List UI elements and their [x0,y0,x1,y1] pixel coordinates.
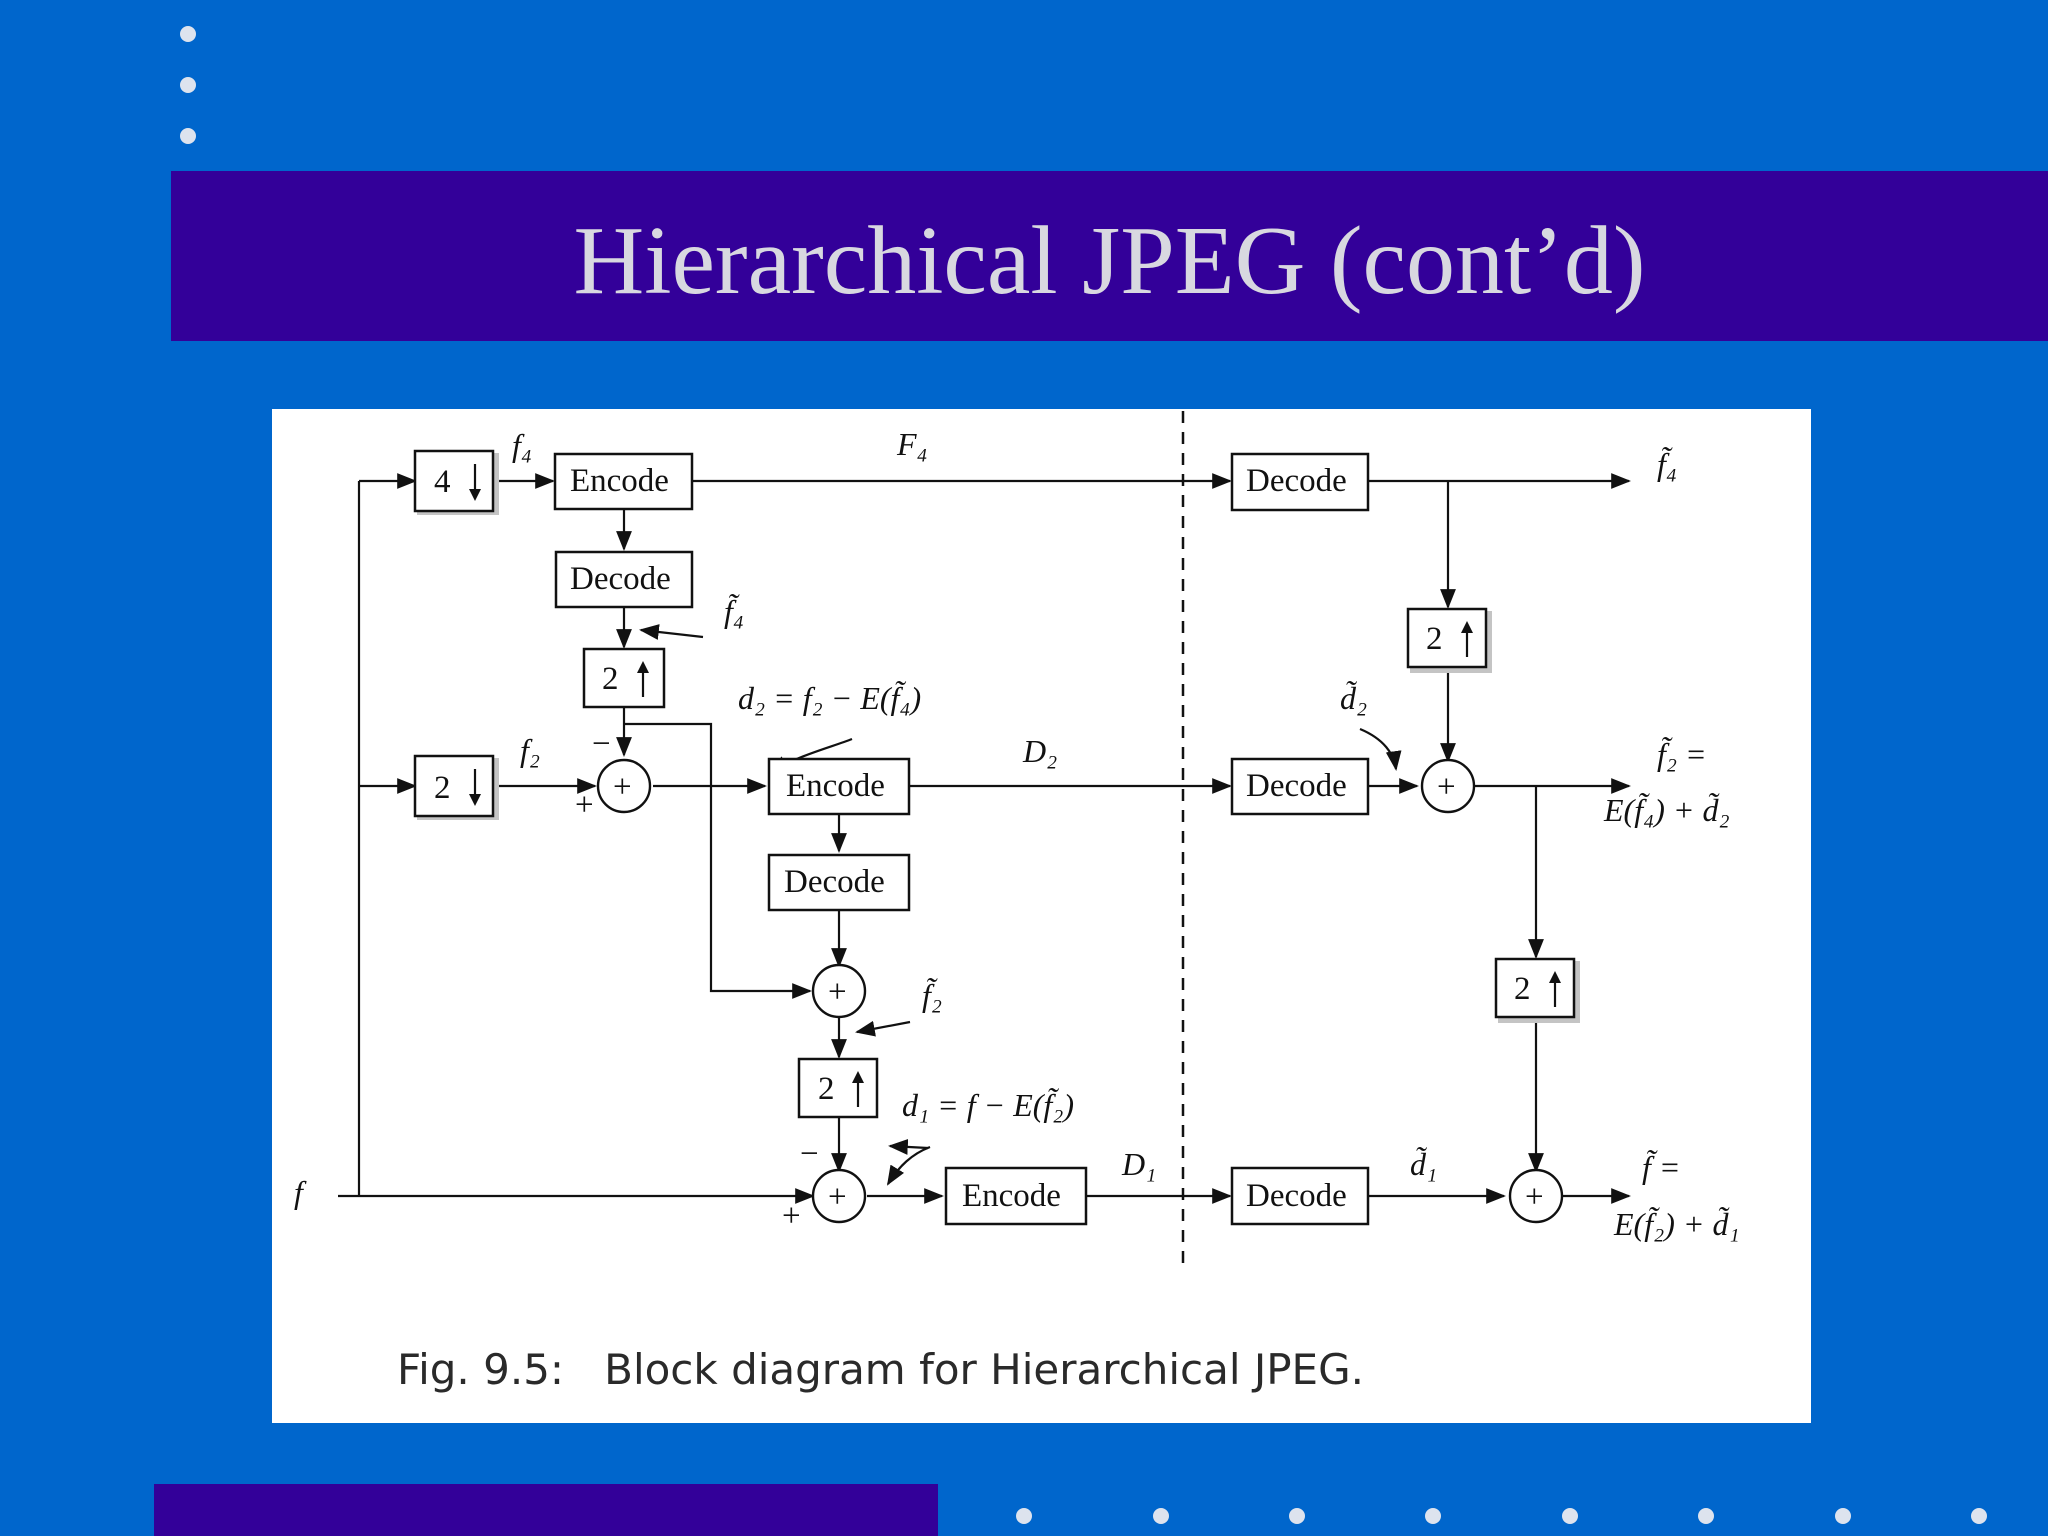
decode-label: Decode [1246,463,1347,499]
label-f2-tilde-encoder: f̃₂ [922,977,942,1013]
block-diagram: 4 2 Encode Decode 2 [294,411,1740,1394]
plus-sign: + [613,769,632,805]
plus-sign: + [1437,769,1456,805]
label-f4: f₄ [512,427,532,463]
upsample-block-right-bottom: 2 [1494,957,1580,1023]
encode-label: Encode [786,768,885,804]
label-f: f [294,1174,307,1210]
up-arrowhead-icon [1461,621,1473,633]
sign-plus-1: + [575,787,594,823]
sum-junction-1: + [596,758,652,814]
upsample-block-left-top: 2 [582,647,666,709]
title-bar: Hierarchical JPEG (cont’d) [171,171,2048,341]
upsample-label: 2 [1426,621,1443,657]
label-f4-tilde-out: f̃₄ [1657,446,1677,482]
downsample-4-label: 4 [434,464,451,500]
decode-label: Decode [784,864,885,900]
bullet-dot-1 [180,26,196,42]
plus-sign: + [828,1179,847,1215]
footer-dot-3 [1289,1508,1305,1524]
footer-dot-7 [1835,1508,1851,1524]
footer-dot-5 [1562,1508,1578,1524]
plus-sign: + [828,974,847,1010]
wire-feedforward [624,722,812,999]
up-arrowhead-icon [852,1071,864,1083]
slide-title: Hierarchical JPEG (cont’d) [573,207,1646,315]
encode-block-top: Encode [553,452,694,511]
label-d1-tilde: d̃₁ [1410,1146,1437,1182]
sign-plus-2: + [782,1198,801,1234]
bullet-dot-2 [180,77,196,93]
decode-block-right-middle: Decode [1230,757,1370,816]
sum-junction-2: + [811,963,867,1019]
sum-junction-3: + [1420,758,1476,814]
label-D1: D₁ [1121,1146,1156,1182]
encode-label: Encode [570,463,669,499]
upsample-label: 2 [602,661,619,697]
footer-dot-4 [1425,1508,1441,1524]
pointer-d1-tail [888,1139,929,1155]
encode-block-middle: Encode [767,757,911,816]
upsample-block-middle: 2 [797,1057,879,1119]
decode-block-left-top: Decode [554,550,694,609]
footer-dot-2 [1153,1508,1169,1524]
label-d2-equation: d₂ = f₂ − E(f̃₄) [738,680,921,716]
decode-block-right-bottom: Decode [1230,1166,1370,1226]
up-arrowhead-icon [637,661,649,673]
bullet-dot-3 [180,128,196,144]
label-f-out-line2: E(f̃₂) + d̃₁ [1613,1206,1740,1242]
upsample-block-right-top: 2 [1406,607,1492,673]
decode-block-right-top: Decode [1230,452,1370,512]
pointer-f4tilde [639,624,704,640]
upsample-label: 2 [818,1071,835,1107]
downsample-4-block: 4 [413,449,499,515]
sign-minus-1: − [592,726,611,762]
label-f2-out-line1: f̃₂ = [1657,736,1707,772]
bottom-bar [154,1484,938,1536]
down-arrowhead-icon [469,489,481,501]
decode-label: Decode [1246,1178,1347,1214]
decode-block-middle: Decode [767,853,911,912]
encode-label: Encode [962,1178,1061,1214]
label-f-out-line1: f̃ = [1642,1149,1680,1185]
down-arrowhead-icon [469,794,481,806]
figure-caption: Fig. 9.5: Block diagram for Hierarchical… [397,1345,1364,1394]
decode-label: Decode [570,561,671,597]
label-D2: D₂ [1022,733,1057,769]
sum-junction-5: + [1508,1168,1564,1224]
downsample-2-label: 2 [434,770,451,806]
decode-label: Decode [1246,768,1347,804]
pointer-d1 [886,1145,931,1186]
sum-junction-4: + [811,1168,867,1224]
footer-dot-6 [1698,1508,1714,1524]
encode-block-bottom: Encode [944,1166,1088,1226]
downsample-2-block: 2 [413,754,499,820]
footer-dot-1 [1016,1508,1032,1524]
pointer-f2tilde [855,1020,911,1037]
pointer-d2tilde [1359,727,1402,771]
label-f2-out-line2: E(f̃₄) + d̃₂ [1603,792,1730,828]
label-d2-tilde: d̃₂ [1340,680,1367,716]
upsample-label: 2 [1514,971,1531,1007]
label-f2: f₂ [520,732,540,768]
label-f4-tilde-encoder: f̃₄ [724,593,744,629]
label-d1-equation: d₁ = f − E(f̃₂) [902,1087,1074,1123]
plus-sign: + [1525,1179,1544,1215]
diagram-panel: 4 2 Encode Decode 2 [272,409,1811,1423]
up-arrowhead-icon [1549,971,1561,983]
sign-minus-2: − [800,1136,819,1172]
label-F4: F₄ [896,426,928,462]
footer-dot-8 [1971,1508,1987,1524]
